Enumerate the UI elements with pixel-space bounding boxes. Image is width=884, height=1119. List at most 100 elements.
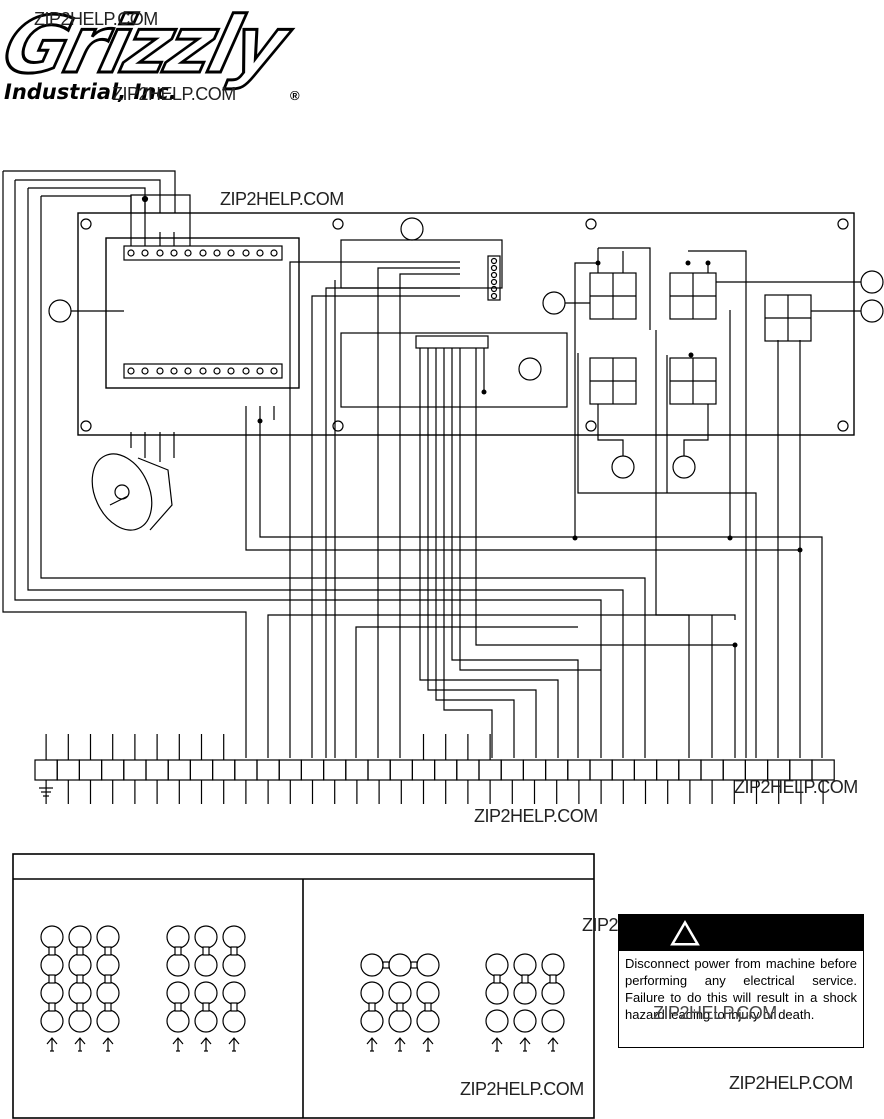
terminal-lug <box>96 953 120 977</box>
terminal-strip <box>34 734 835 804</box>
terminal <box>655 759 680 781</box>
watermark: ZIP2HELP.COM <box>729 1073 853 1093</box>
arrow-icon <box>74 1037 86 1051</box>
terminal <box>522 759 547 781</box>
terminal-lug <box>222 981 246 1005</box>
ground-icon <box>39 787 53 797</box>
terminal-lug <box>388 953 412 977</box>
terminal <box>278 759 303 781</box>
terminal-lug <box>96 925 120 949</box>
watermark: ZIP2HELP.COM <box>112 84 236 104</box>
panel-mount-hole <box>80 420 92 432</box>
terminal-lug <box>68 1009 92 1033</box>
terminal <box>589 759 613 781</box>
terminal <box>389 759 414 781</box>
relay-block <box>340 239 503 289</box>
connection-chart-cells <box>40 925 565 1052</box>
panel-mount-hole <box>332 218 344 230</box>
arrow-icon <box>366 1037 378 1051</box>
terminal-lug <box>222 1009 246 1033</box>
terminal <box>145 759 169 781</box>
terminal <box>567 759 591 781</box>
terminal-lug <box>360 1009 384 1033</box>
terminal-lug <box>416 1009 440 1033</box>
terminal <box>189 759 214 781</box>
terminal <box>633 759 658 781</box>
arrow-icon <box>547 1037 559 1051</box>
panel-mount-hole <box>332 420 344 432</box>
panel-knockout <box>400 217 424 241</box>
controller-unit <box>105 237 300 389</box>
terminal-lug <box>222 953 246 977</box>
terminal <box>100 759 125 781</box>
terminal <box>300 759 325 781</box>
terminal-lug <box>513 953 537 977</box>
terminal-lug <box>96 981 120 1005</box>
terminal <box>323 759 347 781</box>
terminal <box>256 759 280 781</box>
arrow-icon <box>172 1037 184 1051</box>
terminal <box>234 759 258 781</box>
terminal-lug <box>68 981 92 1005</box>
terminal-lug <box>194 953 218 977</box>
terminal-lug <box>68 953 92 977</box>
terminal-lug <box>40 925 64 949</box>
terminal <box>212 759 236 781</box>
terminal-lug <box>416 953 440 977</box>
terminal <box>700 759 724 781</box>
warning-text: Disconnect power from machine before per… <box>625 956 857 1022</box>
warning-header <box>619 915 863 951</box>
terminal-lug <box>388 981 412 1005</box>
motor-icon <box>91 453 173 531</box>
terminal-lug <box>485 953 509 977</box>
terminal-lug <box>513 981 537 1005</box>
panel-mount-hole <box>80 218 92 230</box>
terminal-lug <box>194 981 218 1005</box>
terminal <box>345 759 369 781</box>
arrow-icon <box>422 1037 434 1051</box>
terminal-lug <box>40 981 64 1005</box>
terminal-lug <box>166 953 190 977</box>
control-board <box>340 332 568 408</box>
watermark: ZIP2HELP.COM <box>220 189 344 209</box>
arrow-icon <box>200 1037 212 1051</box>
terminal-lug <box>485 1009 509 1033</box>
terminal-lug <box>360 953 384 977</box>
arrow-icon <box>46 1037 58 1051</box>
control-panel <box>77 212 855 436</box>
arrow-icon <box>519 1037 531 1051</box>
watermark: ZIP2HELP.COM <box>460 1079 584 1099</box>
terminal <box>434 759 458 781</box>
terminal <box>456 759 480 781</box>
watermark: ZIP2HELP.COM <box>734 777 858 797</box>
terminal-lug <box>541 1009 565 1033</box>
controller-top-terminals <box>123 245 283 261</box>
terminal-lug <box>388 1009 412 1033</box>
panel-mount-hole <box>585 420 597 432</box>
terminal-lug <box>541 953 565 977</box>
arrow-icon <box>102 1037 114 1051</box>
warning-triangle-icon <box>670 920 700 946</box>
controller-port <box>48 299 72 323</box>
terminal-lug <box>166 981 190 1005</box>
terminal <box>678 759 702 781</box>
terminal-lug <box>40 1009 64 1033</box>
panel-mount-hole <box>837 420 849 432</box>
controller-bottom-terminals <box>123 363 283 379</box>
terminal-lug <box>541 981 565 1005</box>
terminal-lug <box>194 925 218 949</box>
terminal <box>367 759 391 781</box>
terminal-lug <box>485 981 509 1005</box>
watermark: ZIP2HELP.COM <box>474 806 598 826</box>
arrow-icon <box>228 1037 240 1051</box>
terminal <box>167 759 191 781</box>
logo-subtitle: Industrial, Inc. <box>4 80 177 104</box>
control-board-terminals <box>415 335 489 349</box>
watermark: ZIP2HELP.COM <box>653 1003 777 1023</box>
terminal <box>500 759 525 781</box>
terminal-lug <box>166 1009 190 1033</box>
terminal <box>478 759 502 781</box>
watermark: ZIP2HELP.COM <box>34 9 158 29</box>
terminal-lug <box>222 925 246 949</box>
